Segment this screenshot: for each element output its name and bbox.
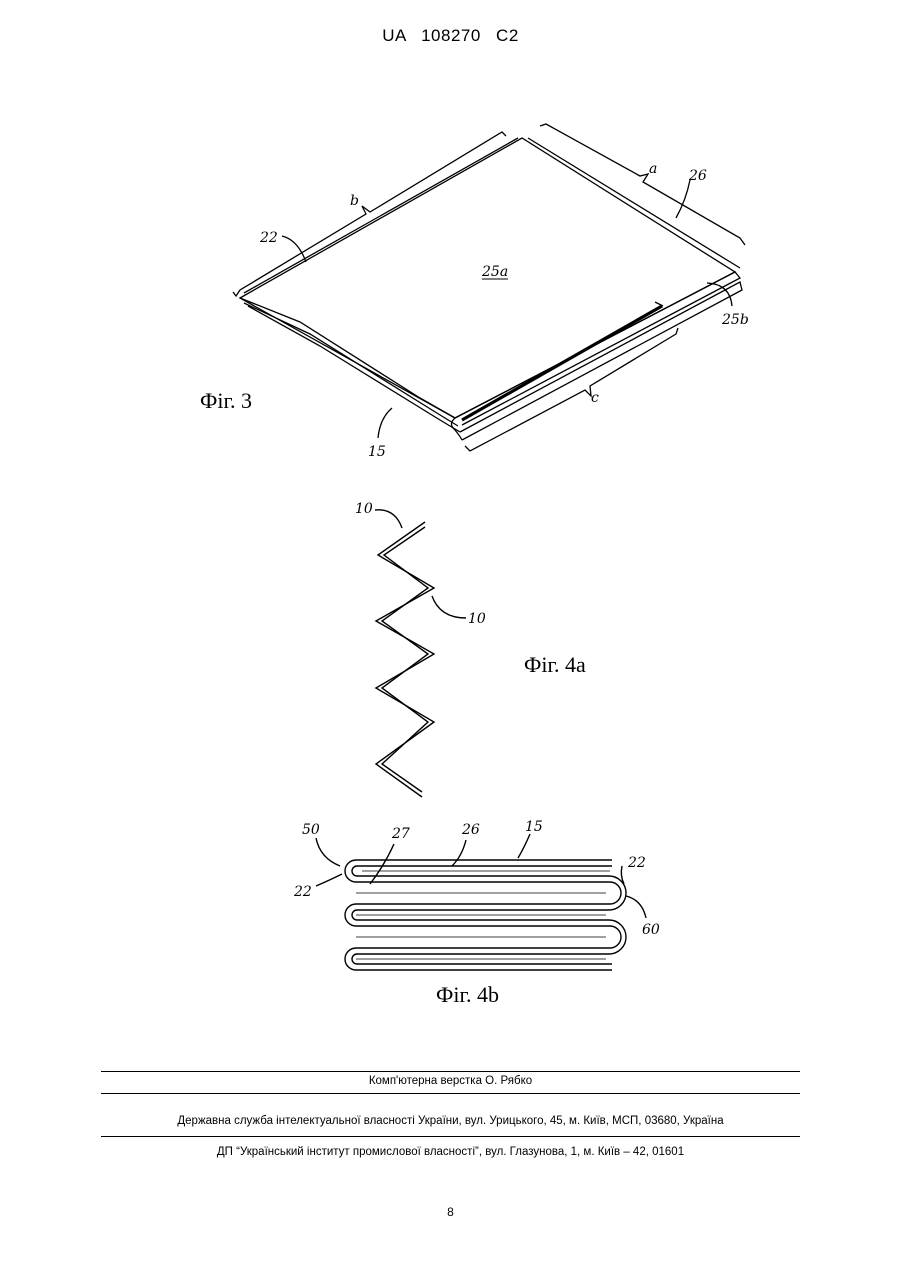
footer-rule-bottom bbox=[101, 1136, 800, 1137]
footer-rule-top bbox=[101, 1071, 800, 1072]
leader-60 bbox=[626, 896, 646, 918]
front-curl bbox=[452, 418, 463, 440]
figure-4a bbox=[375, 510, 466, 797]
institute-address: ДП “Український інститут промислової вла… bbox=[0, 1146, 901, 1158]
fig4b-label-50: 50 bbox=[302, 822, 320, 838]
fig3-label-15: 15 bbox=[368, 444, 386, 460]
leader-10-mid bbox=[432, 596, 466, 618]
fig4b-label-22-left: 22 bbox=[293, 884, 312, 900]
page-number: 8 bbox=[0, 1205, 901, 1219]
fig4b-label-15: 15 bbox=[525, 819, 543, 835]
layout-credit: Комп'ютерна верстка О. Рябко bbox=[0, 1075, 901, 1087]
fig4b-label-27: 27 bbox=[391, 826, 410, 842]
fig3-label-22: 22 bbox=[259, 230, 278, 246]
fig4b-caption: Фіг. 4b bbox=[436, 982, 499, 1007]
zigzag-line-2 bbox=[382, 527, 428, 792]
fig4b-label-26: 26 bbox=[461, 822, 480, 838]
fig3-label-25a: 25a bbox=[481, 264, 508, 280]
fig4b-label-60: 60 bbox=[642, 922, 660, 938]
leader-22-left bbox=[316, 874, 342, 886]
fig4a-label-10-top: 10 bbox=[355, 501, 373, 517]
leader-15 bbox=[378, 408, 392, 438]
figure-3 bbox=[233, 124, 745, 451]
fig4b-label-22-right: 22 bbox=[627, 855, 646, 871]
fig3-label-c: c bbox=[591, 390, 599, 406]
leader-15 bbox=[518, 834, 530, 858]
patent-drawings: b a 26 22 25a 25b c 15 Фіг. 3 10 10 Фіг.… bbox=[0, 0, 901, 1060]
figure-4b bbox=[316, 834, 646, 970]
footer-rule-middle bbox=[101, 1093, 800, 1094]
fig3-label-b: b bbox=[350, 193, 359, 209]
leader-27 bbox=[370, 844, 394, 884]
agency-address: Державна служба інтелектуальної власност… bbox=[0, 1115, 901, 1127]
fig3-caption: Фіг. 3 bbox=[200, 388, 252, 413]
zigzag-line-1 bbox=[376, 522, 434, 797]
leader-26 bbox=[676, 180, 690, 218]
fig4a-caption: Фіг. 4a bbox=[524, 652, 586, 677]
fig3-label-25b: 25b bbox=[721, 312, 749, 328]
leader-26 bbox=[452, 840, 466, 866]
fig3-label-a: a bbox=[649, 161, 657, 177]
fig3-label-26: 26 bbox=[688, 168, 707, 184]
leader-10-top bbox=[375, 510, 402, 528]
fig4a-label-10-mid: 10 bbox=[468, 611, 486, 627]
leader-50 bbox=[316, 838, 340, 866]
